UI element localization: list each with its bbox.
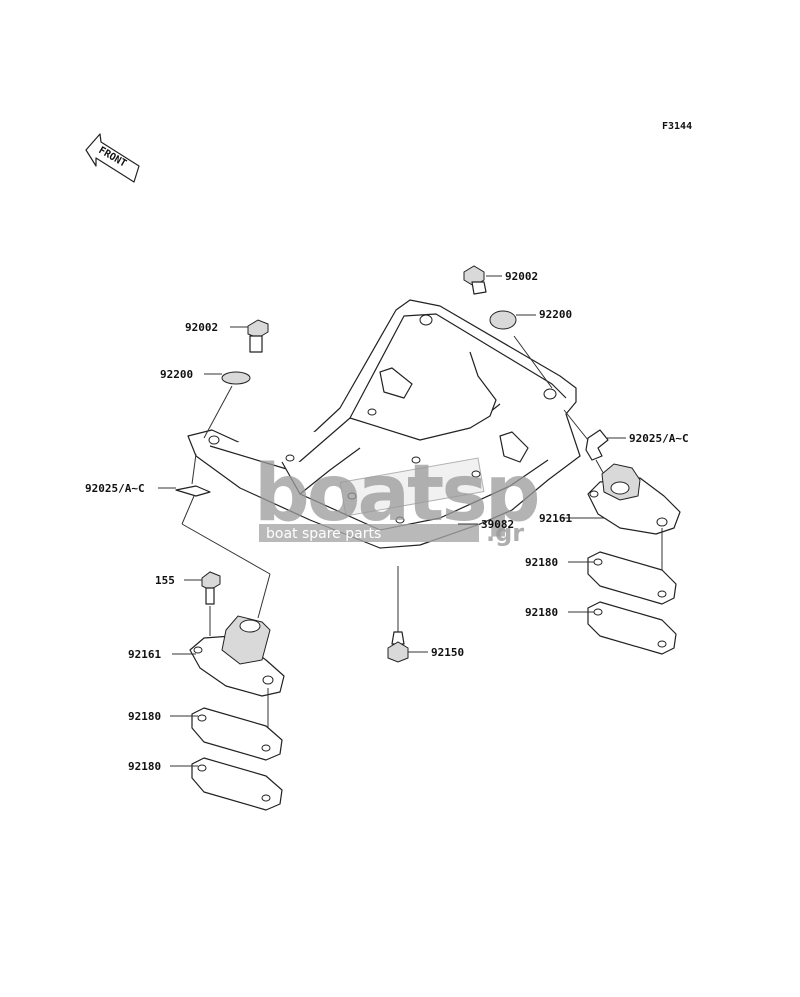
label-clip-right: 92025/A~C xyxy=(629,432,689,445)
label-shim-right-2: 92180 xyxy=(525,606,558,619)
label-bracket: 39082 xyxy=(481,518,514,531)
shim-right-2: 92180 xyxy=(525,601,677,655)
label-clip-left: 92025/A~C xyxy=(85,482,145,495)
label-mount-left: 92161 xyxy=(128,648,161,661)
clip-right: 92025/A~C xyxy=(563,409,689,479)
label-washer-right: 92200 xyxy=(539,308,572,321)
bolt-left: 92002 xyxy=(185,319,269,353)
watermark-suffix: .gr xyxy=(486,519,524,547)
label-bolt-right: 92002 xyxy=(505,270,538,283)
watermark-band xyxy=(259,524,479,542)
label-bolt-left: 92002 xyxy=(185,321,218,334)
washer-right: 92200 xyxy=(489,308,572,389)
label-bolt-bottom: 92150 xyxy=(431,646,464,659)
screw-155: 155 xyxy=(155,571,221,636)
mount-left: 92161 xyxy=(128,615,285,746)
watermark-tagline: boat spare parts xyxy=(266,526,381,542)
shim-right-1: 92180 xyxy=(525,551,677,605)
figure-code: F3144 xyxy=(662,121,692,132)
label-washer-left: 92200 xyxy=(160,368,193,381)
bolt-bottom: 92150 xyxy=(387,566,464,663)
label-mount-right: 92161 xyxy=(539,512,572,525)
bolt-right: 92002 xyxy=(463,265,538,295)
bracket-callout: 39082 xyxy=(458,518,514,531)
label-shim-left-1: 92180 xyxy=(128,710,161,723)
shim-left-1: 92180 xyxy=(128,707,283,761)
front-arrow-icon: FRONT xyxy=(85,133,140,183)
label-screw-155: 155 xyxy=(155,574,175,587)
mount-right: 92161 xyxy=(539,463,681,594)
label-shim-right-1: 92180 xyxy=(525,556,558,569)
shim-left-2: 92180 xyxy=(128,757,283,811)
washer-left: 92200 xyxy=(160,368,251,439)
watermark: boatsp .gr boat spare parts xyxy=(254,449,541,547)
label-shim-left-2: 92180 xyxy=(128,760,161,773)
clip-left: 92025/A~C xyxy=(85,453,271,619)
